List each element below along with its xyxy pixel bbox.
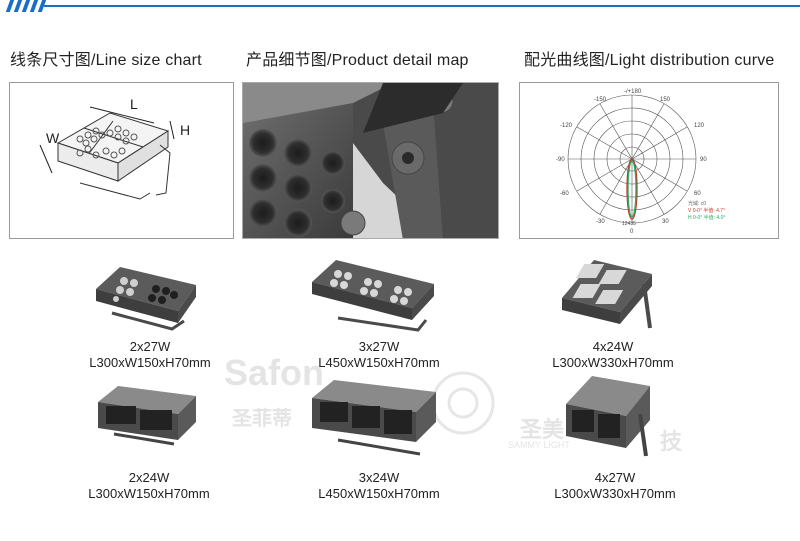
polar-label-left-3: -60 <box>560 191 569 197</box>
product-model: 2x27W <box>129 339 171 354</box>
polar-label-left-4: -30 <box>596 219 605 225</box>
product-detail-photo <box>243 83 498 238</box>
product-image-3x27w <box>312 260 434 332</box>
product-card-1: 2x27W L300xW150xH70mm <box>80 339 220 371</box>
line-size-chart-panel: L W H <box>9 82 234 239</box>
polar-label-bottom: 0 <box>630 229 634 235</box>
top-accent-bar <box>0 0 800 14</box>
light-distribution-panel: -150 -/+180 150 -120 -90 -60 -30 120 90 … <box>519 82 779 239</box>
line-size-drawing: L W H <box>39 96 190 200</box>
polar-chart: -150 -/+180 150 -120 -90 -60 -30 120 90 … <box>556 89 725 235</box>
product-image-2x24w <box>98 386 196 446</box>
polar-label-right-3: 60 <box>694 191 701 197</box>
header-rule <box>44 5 800 7</box>
polar-legend-3: H 0-0° 半值: 4.0° <box>688 214 725 221</box>
product-size: L300xW150xH70mm <box>89 355 211 370</box>
product-detail-panel <box>242 82 499 239</box>
product-model: 3x24W <box>358 470 400 485</box>
product-card-4: 2x24W L300xW150xH70mm <box>74 470 224 502</box>
dim-label-height: H <box>180 122 190 138</box>
product-size: L300xW330xH70mm <box>552 355 674 370</box>
product-card-3: 4x24W L300xW330xH70mm <box>538 339 688 371</box>
polar-legend-1: 光域: c0 <box>688 200 706 207</box>
polar-label-left-2: -90 <box>556 157 565 163</box>
stripe-decoration <box>5 0 47 12</box>
watermark-chinese-3: 技 <box>660 429 683 454</box>
dim-label-length: L <box>130 96 138 112</box>
polar-label-top-left: -150 <box>594 97 607 103</box>
product-image-3x24w <box>312 380 436 456</box>
section-title-line-size: 线条尺寸图/Line size chart <box>10 52 202 69</box>
polar-label-right-1: 120 <box>694 123 705 129</box>
product-model: 2x24W <box>128 470 170 485</box>
product-image-2x27w <box>96 267 196 331</box>
product-size: L450xW150xH70mm <box>318 486 440 501</box>
product-model: 4x27W <box>594 470 636 485</box>
product-card-2: 3x27W L450xW150xH70mm <box>304 339 454 371</box>
polar-label-right-2: 90 <box>700 157 707 163</box>
product-card-6: 4x27W L300xW330xH70mm <box>540 470 690 502</box>
polar-center-scale: 12435 <box>622 221 636 227</box>
watermark-chinese: 圣菲蒂 <box>232 408 292 430</box>
polar-label-right-4: 30 <box>662 219 669 225</box>
polar-label-left-1: -120 <box>560 123 573 129</box>
product-model: 4x24W <box>592 339 634 354</box>
product-card-5: 3x24W L450xW150xH70mm <box>304 470 454 502</box>
product-size: L300xW330xH70mm <box>554 486 676 501</box>
polar-label-top-right: 150 <box>660 97 671 103</box>
product-image-4x27w <box>566 376 650 457</box>
dim-label-width: W <box>46 130 60 146</box>
product-size: L450xW150xH70mm <box>318 355 440 370</box>
polar-legend-2: V 0-0° 半值: 4.7° <box>688 207 725 214</box>
product-model: 3x27W <box>358 339 400 354</box>
product-size: L300xW150xH70mm <box>88 486 210 501</box>
product-image-4x24w <box>562 260 652 329</box>
section-title-light-distribution: 配光曲线图/Light distribution curve <box>524 52 775 69</box>
polar-label-top: -/+180 <box>624 89 642 95</box>
section-title-product-detail: 产品细节图/Product detail map <box>246 52 469 69</box>
